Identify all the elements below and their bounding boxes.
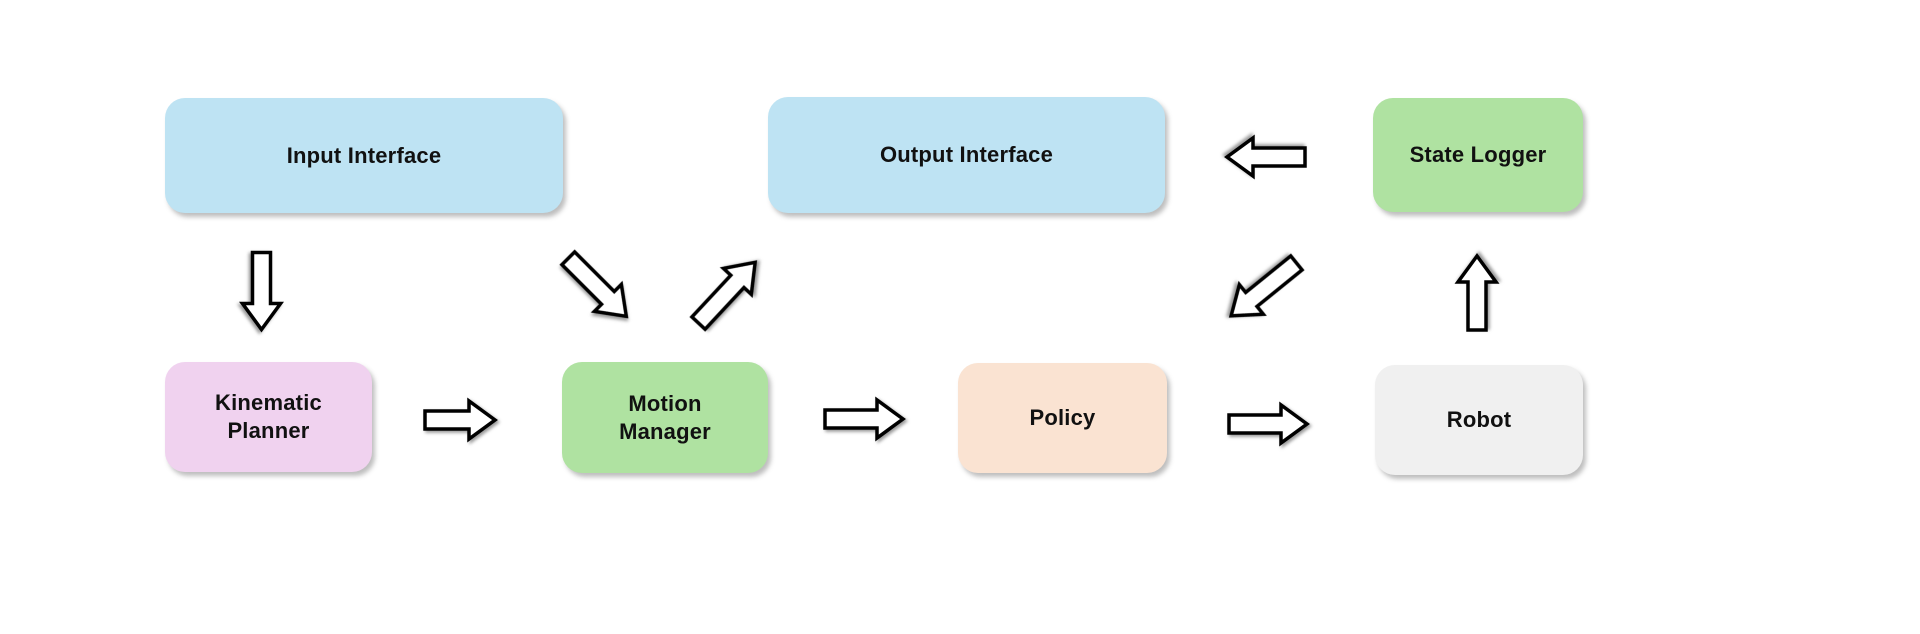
arrow-down-input-to-kinematic-icon	[239, 250, 284, 334]
arrow-diagonal-input-to-motion-icon	[551, 241, 644, 334]
node-policy: Policy	[958, 363, 1167, 473]
node-motion-manager-label: Motion Manager	[619, 390, 711, 444]
node-input-interface: Input Interface	[165, 98, 563, 213]
arrow-diagonal-motion-to-output-icon	[681, 244, 774, 339]
node-kinematic-planner: Kinematic Planner	[165, 362, 372, 472]
node-policy-label: Policy	[1029, 405, 1096, 430]
node-output-interface: Output Interface	[768, 97, 1165, 213]
node-state-logger-label: State Logger	[1409, 142, 1547, 167]
node-kinematic-planner-label: Kinematic Planner	[215, 390, 322, 443]
arrow-right-kinematic-to-motion-icon	[423, 397, 499, 443]
arrow-right-policy-to-robot-icon	[1227, 401, 1311, 447]
arrow-right-motion-to-policy-icon	[823, 396, 907, 442]
arrow-up-robot-to-logger-icon	[1454, 252, 1500, 332]
node-robot: Robot	[1375, 365, 1583, 475]
node-state-logger: State Logger	[1373, 98, 1583, 212]
node-input-interface-label: Input Interface	[286, 142, 442, 168]
arrow-diagonal-logger-to-policy-icon	[1214, 245, 1312, 336]
node-motion-manager: Motion Manager	[562, 362, 768, 473]
node-output-interface-label: Output Interface	[879, 142, 1054, 167]
arrow-left-logger-to-output-icon	[1223, 134, 1307, 180]
node-robot-label: Robot	[1446, 407, 1512, 432]
